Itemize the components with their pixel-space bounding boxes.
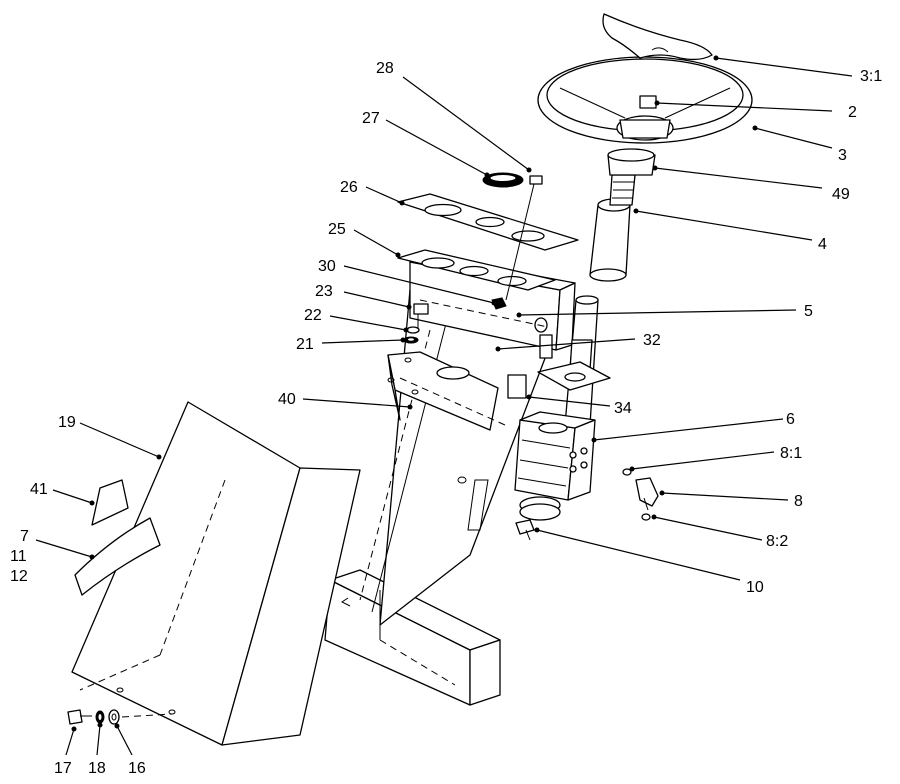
- callout-19: 19: [58, 414, 76, 431]
- screw-23: [413, 303, 429, 330]
- callout-4: 4: [818, 236, 827, 253]
- callout-3: 3: [838, 147, 847, 164]
- o-ring-8-2: [641, 513, 651, 521]
- callout-18: 18: [88, 760, 106, 777]
- callout-10: 10: [746, 579, 764, 596]
- plate-25: [397, 249, 556, 291]
- washer-21: [403, 336, 419, 344]
- elbow-fitting-8: [635, 477, 659, 511]
- plate-26: [397, 193, 579, 251]
- callout-7: 7: [20, 528, 29, 545]
- bushing-49: [607, 148, 656, 176]
- wheel-cap-3-1: [602, 13, 713, 61]
- bolt-10: [515, 519, 535, 541]
- callout-2: 2: [848, 104, 857, 121]
- callout-34: 34: [614, 400, 632, 417]
- callout-49: 49: [832, 186, 850, 203]
- nut-30: [491, 297, 507, 310]
- decal-41: [91, 479, 129, 526]
- washer-16: [108, 709, 120, 725]
- callout-40: 40: [278, 391, 296, 408]
- screw-28: [505, 175, 543, 301]
- callout-22: 22: [304, 307, 322, 324]
- leader-lines: [35, 55, 853, 756]
- washer-22: [406, 326, 420, 334]
- callout-17: 17: [54, 760, 72, 777]
- callout-8: 8: [794, 493, 803, 510]
- callout-3-1: 3:1: [860, 68, 882, 85]
- callout-8-1: 8:1: [780, 445, 802, 462]
- callout-25: 25: [328, 221, 346, 238]
- bolt-17: [67, 709, 92, 725]
- column-shroud-19: [71, 401, 361, 746]
- steering-valve-6: [514, 411, 596, 521]
- decal-32: [539, 334, 553, 359]
- column-tube-4: [589, 174, 636, 282]
- steering-shaft: [537, 295, 611, 426]
- callout-labels: 3:1 2 3 49 4 28 27 26 25 30 23 22 21 5 3…: [10, 60, 882, 777]
- seal-ring-27: [482, 172, 524, 188]
- callout-12: 12: [10, 568, 28, 585]
- callout-26: 26: [340, 179, 358, 196]
- callout-30: 30: [318, 258, 336, 275]
- frame-tube: [324, 569, 501, 706]
- callout-28: 28: [376, 60, 394, 77]
- callout-27: 27: [362, 110, 380, 127]
- decal-7: [74, 517, 161, 596]
- callout-32: 32: [643, 332, 661, 349]
- callout-41: 41: [30, 481, 48, 498]
- lower-bracket-40: [387, 351, 506, 431]
- callout-8-2: 8:2: [766, 533, 788, 550]
- callout-21: 21: [296, 336, 314, 353]
- callout-5: 5: [804, 303, 813, 320]
- o-ring-8-1: [622, 468, 632, 476]
- lock-washer-18: [95, 710, 105, 724]
- callout-6: 6: [786, 411, 795, 428]
- callout-11: 11: [10, 548, 27, 565]
- nut-2: [639, 95, 657, 109]
- decal-34: [507, 374, 527, 399]
- callout-16: 16: [128, 760, 146, 777]
- callout-23: 23: [315, 283, 333, 300]
